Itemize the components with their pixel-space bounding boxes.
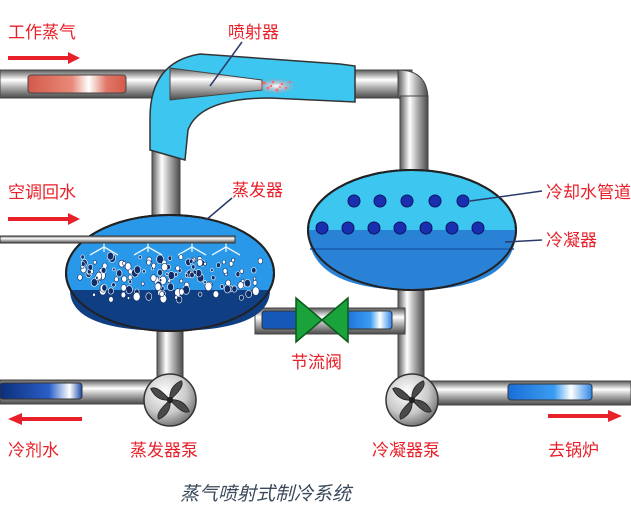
diagram-title: 蒸气喷射式制冷系统 — [180, 483, 354, 505]
cooling-water-tube — [373, 194, 387, 208]
spray-nozzle — [89, 243, 119, 256]
cooling-tube-pointer — [469, 190, 543, 202]
cooling-water-tube — [347, 194, 361, 208]
cooling-water-tube — [315, 221, 329, 235]
flow-arrow-icon — [8, 213, 80, 225]
condenser-pump-label: 冷凝器泵 — [372, 441, 440, 461]
ejector-label: 喷射器 — [228, 23, 279, 43]
to-boiler-label: 去锅炉 — [548, 441, 599, 461]
chilled-water-flow — [0, 382, 83, 400]
evaporator-bubbles — [77, 251, 264, 304]
throttle-valve-label: 节流阀 — [291, 353, 342, 373]
flow-arrow-icon — [548, 410, 622, 422]
cooling-water-tube — [471, 221, 485, 235]
cooling-water-tube — [456, 194, 470, 208]
spray-nozzle — [211, 243, 241, 256]
evaporator-pointer — [205, 197, 233, 221]
steam-flow-fill — [27, 74, 127, 94]
condenser-pointer — [504, 239, 543, 243]
evaporator-label: 蒸发器 — [232, 181, 283, 201]
chilled-water-label: 冷剂水 — [8, 441, 59, 461]
steam-jet-mist — [256, 78, 296, 94]
cooling-water-tubes — [315, 194, 485, 235]
evaporator-spray-nozzles — [89, 243, 241, 256]
condenser-inlet-pipe — [399, 95, 429, 177]
evaporator-pump-label: 蒸发器泵 — [130, 441, 198, 461]
cooling-water-pipe-label: 冷却水管道 — [546, 183, 631, 203]
ejector-pointer — [209, 41, 243, 87]
ac-return-water-label: 空调回水 — [8, 183, 76, 203]
boiler-return-flow — [507, 383, 593, 401]
cooling-water-tube — [367, 221, 381, 235]
condenser-pump-icon — [385, 373, 439, 427]
evaporator-pump-icon — [143, 373, 197, 427]
cooling-water-tube — [393, 221, 407, 235]
working-steam-label: 工作蒸气 — [8, 23, 76, 43]
cooling-water-tube — [419, 221, 433, 235]
throttle-flow-right — [343, 310, 393, 330]
cooling-water-tube — [428, 194, 442, 208]
cooling-water-tube — [445, 221, 459, 235]
spray-nozzle — [133, 243, 163, 256]
flow-arrow-icon — [8, 413, 82, 425]
flow-arrow-icon — [8, 52, 80, 64]
condenser-label: 冷凝器 — [546, 231, 597, 251]
cooling-water-tube — [400, 194, 414, 208]
throttle-valve-icon — [295, 296, 349, 344]
cooling-water-tube — [341, 221, 355, 235]
steam-jet-particles — [262, 80, 292, 92]
ac-return-water-pipe — [0, 235, 236, 244]
spray-nozzle — [177, 243, 207, 256]
condenser-vessel — [307, 169, 517, 291]
